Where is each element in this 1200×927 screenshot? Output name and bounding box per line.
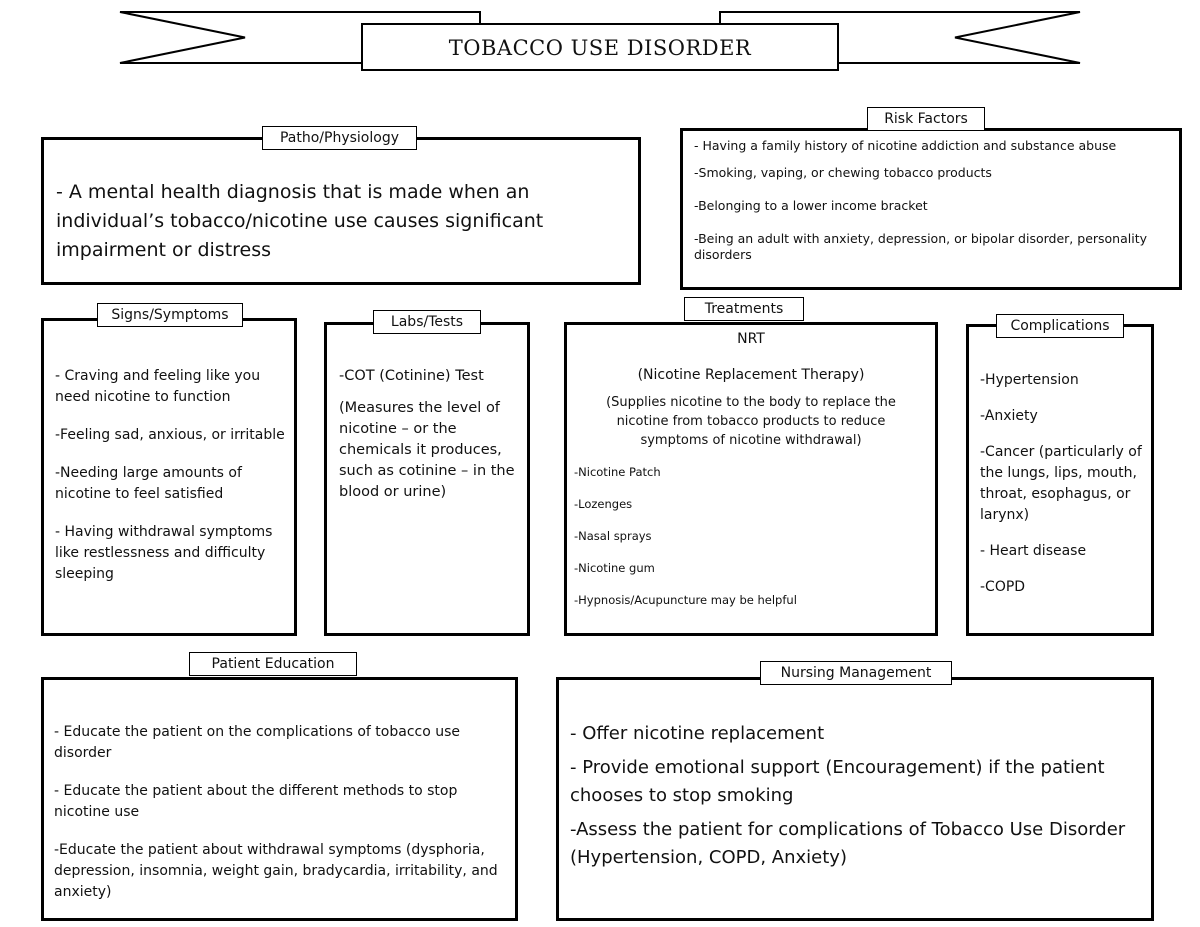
labs-box	[324, 322, 530, 636]
labs-item: -COT (Cotinine) Test	[339, 368, 484, 384]
complications-item: -Anxiety	[980, 408, 1038, 424]
patho-text: - A mental health diagnosis that is made…	[56, 181, 544, 261]
nursing-item: - Provide emotional support (Encourageme…	[570, 757, 1105, 806]
patho-label: Patho/Physiology	[262, 126, 417, 150]
education-label: Patient Education	[189, 652, 357, 676]
complications-item: -Hypertension	[980, 372, 1079, 388]
signs-label: Signs/Symptoms	[97, 303, 243, 327]
education-item: - Educate the patient about the differen…	[54, 783, 458, 820]
treatments-heading: NRT	[737, 331, 765, 347]
labs-content: -COT (Cotinine) Test (Measures the level…	[339, 366, 525, 503]
signs-item: - Craving and feeling like you need nico…	[55, 368, 261, 405]
treatments-content: NRT (Nicotine Replacement Therapy) (Supp…	[574, 329, 928, 608]
education-content: - Educate the patient on the complicatio…	[54, 722, 510, 903]
risk-item: -Smoking, vaping, or chewing tobacco pro…	[694, 165, 992, 180]
complications-box	[966, 324, 1154, 636]
nursing-content: - Offer nicotine replacement - Provide e…	[570, 720, 1146, 872]
treatments-description: (Supplies nicotine to the body to replac…	[606, 395, 896, 448]
treatments-subheading: (Nicotine Replacement Therapy)	[637, 367, 865, 383]
page-title: TOBACCO USE DISORDER	[448, 36, 752, 60]
signs-item: -Needing large amounts of nicotine to fe…	[55, 465, 242, 502]
banner-center	[361, 23, 839, 71]
education-box	[41, 677, 518, 921]
risk-item: - Having a family history of nicotine ad…	[694, 138, 1117, 153]
title-banner	[119, 11, 1081, 71]
complications-content: -Hypertension -Anxiety -Cancer (particul…	[980, 370, 1150, 598]
education-item: -Educate the patient about withdrawal sy…	[54, 842, 498, 900]
nursing-item: - Offer nicotine replacement	[570, 723, 825, 744]
patho-content: - A mental health diagnosis that is made…	[56, 178, 628, 265]
education-item: - Educate the patient on the complicatio…	[54, 724, 461, 761]
treatments-item: -Nicotine gum	[574, 561, 655, 575]
signs-content: - Craving and feeling like you need nico…	[55, 366, 289, 585]
risk-box	[680, 128, 1182, 290]
signs-item: -Feeling sad, anxious, or irritable	[55, 427, 285, 443]
complications-item: -COPD	[980, 579, 1026, 595]
treatments-item: -Nicotine Patch	[574, 465, 661, 479]
risk-content: - Having a family history of nicotine ad…	[694, 138, 1176, 263]
signs-item: - Having withdrawal symptoms like restle…	[55, 524, 273, 582]
complications-item: - Heart disease	[980, 543, 1087, 559]
treatments-item: -Nasal sprays	[574, 529, 652, 543]
nursing-box	[556, 677, 1154, 921]
complications-item: -Cancer (particularly of the lungs, lips…	[980, 444, 1142, 523]
complications-label: Complications	[996, 314, 1124, 338]
labs-label: Labs/Tests	[373, 310, 481, 334]
treatments-list: -Nicotine Patch -Lozenges -Nasal sprays …	[574, 464, 928, 608]
treatments-label: Treatments	[684, 297, 804, 321]
treatments-item: -Hypnosis/Acupuncture may be helpful	[574, 593, 797, 607]
nursing-label: Nursing Management	[760, 661, 952, 685]
nursing-item: -Assess the patient for complications of…	[570, 819, 1126, 868]
risk-label: Risk Factors	[867, 107, 985, 131]
risk-item: -Being an adult with anxiety, depression…	[694, 231, 1148, 262]
risk-item: -Belonging to a lower income bracket	[694, 198, 928, 213]
treatments-item: -Lozenges	[574, 497, 633, 511]
labs-item: (Measures the level of nicotine – or the…	[339, 400, 515, 500]
treatments-box	[564, 322, 938, 636]
